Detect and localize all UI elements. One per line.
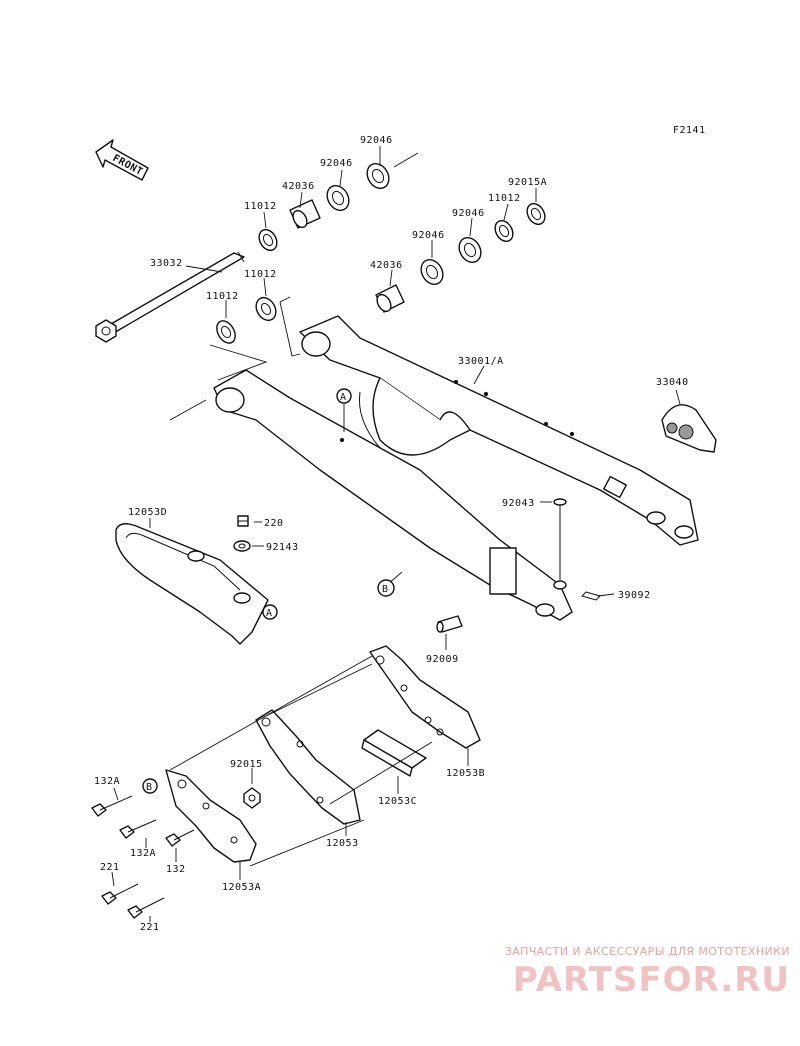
svg-text:B: B — [146, 782, 153, 793]
callout-a-lower: A — [262, 604, 278, 620]
label-92046-d: 92046 — [412, 230, 445, 241]
stud-92009 — [436, 615, 463, 633]
bolt-132a-lower — [119, 819, 157, 839]
part-labels: 92046 92046 42036 11012 33032 11012 1101… — [94, 135, 689, 933]
label-92046-c: 92046 — [452, 208, 485, 219]
screw-220 — [237, 515, 249, 527]
bolt-92043 — [553, 498, 567, 580]
label-42036-b: 42036 — [370, 260, 403, 271]
bolt-132a-upper — [91, 795, 133, 817]
callout-b-upper: B — [377, 579, 395, 597]
svg-text:B: B — [382, 584, 389, 595]
leader-lines — [111, 146, 681, 922]
label-220: 220 — [264, 518, 284, 529]
label-12053b: 12053B — [446, 768, 485, 779]
chain-guide-12053 — [255, 709, 361, 825]
label-92015: 92015 — [230, 759, 263, 770]
chain-adjuster-plate — [661, 404, 717, 453]
label-92009: 92009 — [426, 654, 459, 665]
label-12053c: 12053C — [378, 796, 417, 807]
label-132a-upper: 132A — [94, 776, 120, 787]
svg-text:A: A — [340, 392, 347, 403]
callout-a-upper: A — [336, 388, 352, 404]
chain-guide-block-12053c — [361, 729, 427, 777]
label-11012-a: 11012 — [244, 201, 277, 212]
nut-92015 — [243, 787, 261, 809]
label-92015a: 92015A — [508, 177, 547, 188]
label-92143: 92143 — [266, 542, 299, 553]
label-12053d: 12053D — [128, 507, 167, 518]
label-33032: 33032 — [150, 258, 183, 269]
pivot-bearing-set-left — [258, 162, 390, 252]
pivot-shaft — [95, 251, 245, 343]
label-12053a: 12053A — [222, 882, 261, 893]
watermark-tagline: ЗАПЧАСТИ И АКСЕССУАРЫ ДЛЯ МОТОТЕХНИКИ — [504, 945, 790, 958]
figure-code: F2141 — [673, 125, 706, 136]
label-33001a: 33001/A — [458, 356, 504, 367]
label-92046-b: 92046 — [320, 158, 353, 169]
label-132a-lower: 132A — [130, 848, 156, 859]
label-132: 132 — [166, 864, 186, 875]
swingarm — [213, 315, 699, 621]
seal-lower-left — [216, 296, 277, 344]
label-221-upper: 221 — [100, 862, 120, 873]
label-11012-b: 11012 — [244, 269, 277, 280]
label-12053: 12053 — [326, 838, 359, 849]
callout-b-lower: B — [142, 778, 158, 794]
chain-slipper — [115, 523, 269, 645]
label-39092: 39092 — [618, 590, 651, 601]
label-221-lower: 221 — [140, 922, 160, 933]
chain-guide-12053a — [165, 769, 257, 863]
front-arrow-icon: FRONT — [95, 139, 149, 181]
label-11012-c: 11012 — [206, 291, 239, 302]
svg-text:A: A — [266, 608, 273, 619]
label-42036-a: 42036 — [282, 181, 315, 192]
label-92043: 92043 — [502, 498, 535, 509]
pivot-bearing-set-right — [375, 202, 546, 313]
chain-guide-12053b — [369, 645, 481, 749]
washer-92143 — [233, 540, 251, 552]
bolt-132 — [165, 829, 195, 847]
label-11012-d: 11012 — [488, 193, 521, 204]
watermark-logo: PARTSFOR.RU — [512, 960, 790, 1000]
watermark: ЗАПЧАСТИ И АКСЕССУАРЫ ДЛЯ МОТОТЕХНИКИ PA… — [505, 945, 790, 1000]
label-92046-top: 92046 — [360, 135, 393, 146]
bolt-221-lower — [127, 897, 165, 919]
bolt-221-upper — [101, 883, 139, 905]
cotter-pin — [581, 591, 601, 601]
label-33040: 33040 — [656, 377, 689, 388]
